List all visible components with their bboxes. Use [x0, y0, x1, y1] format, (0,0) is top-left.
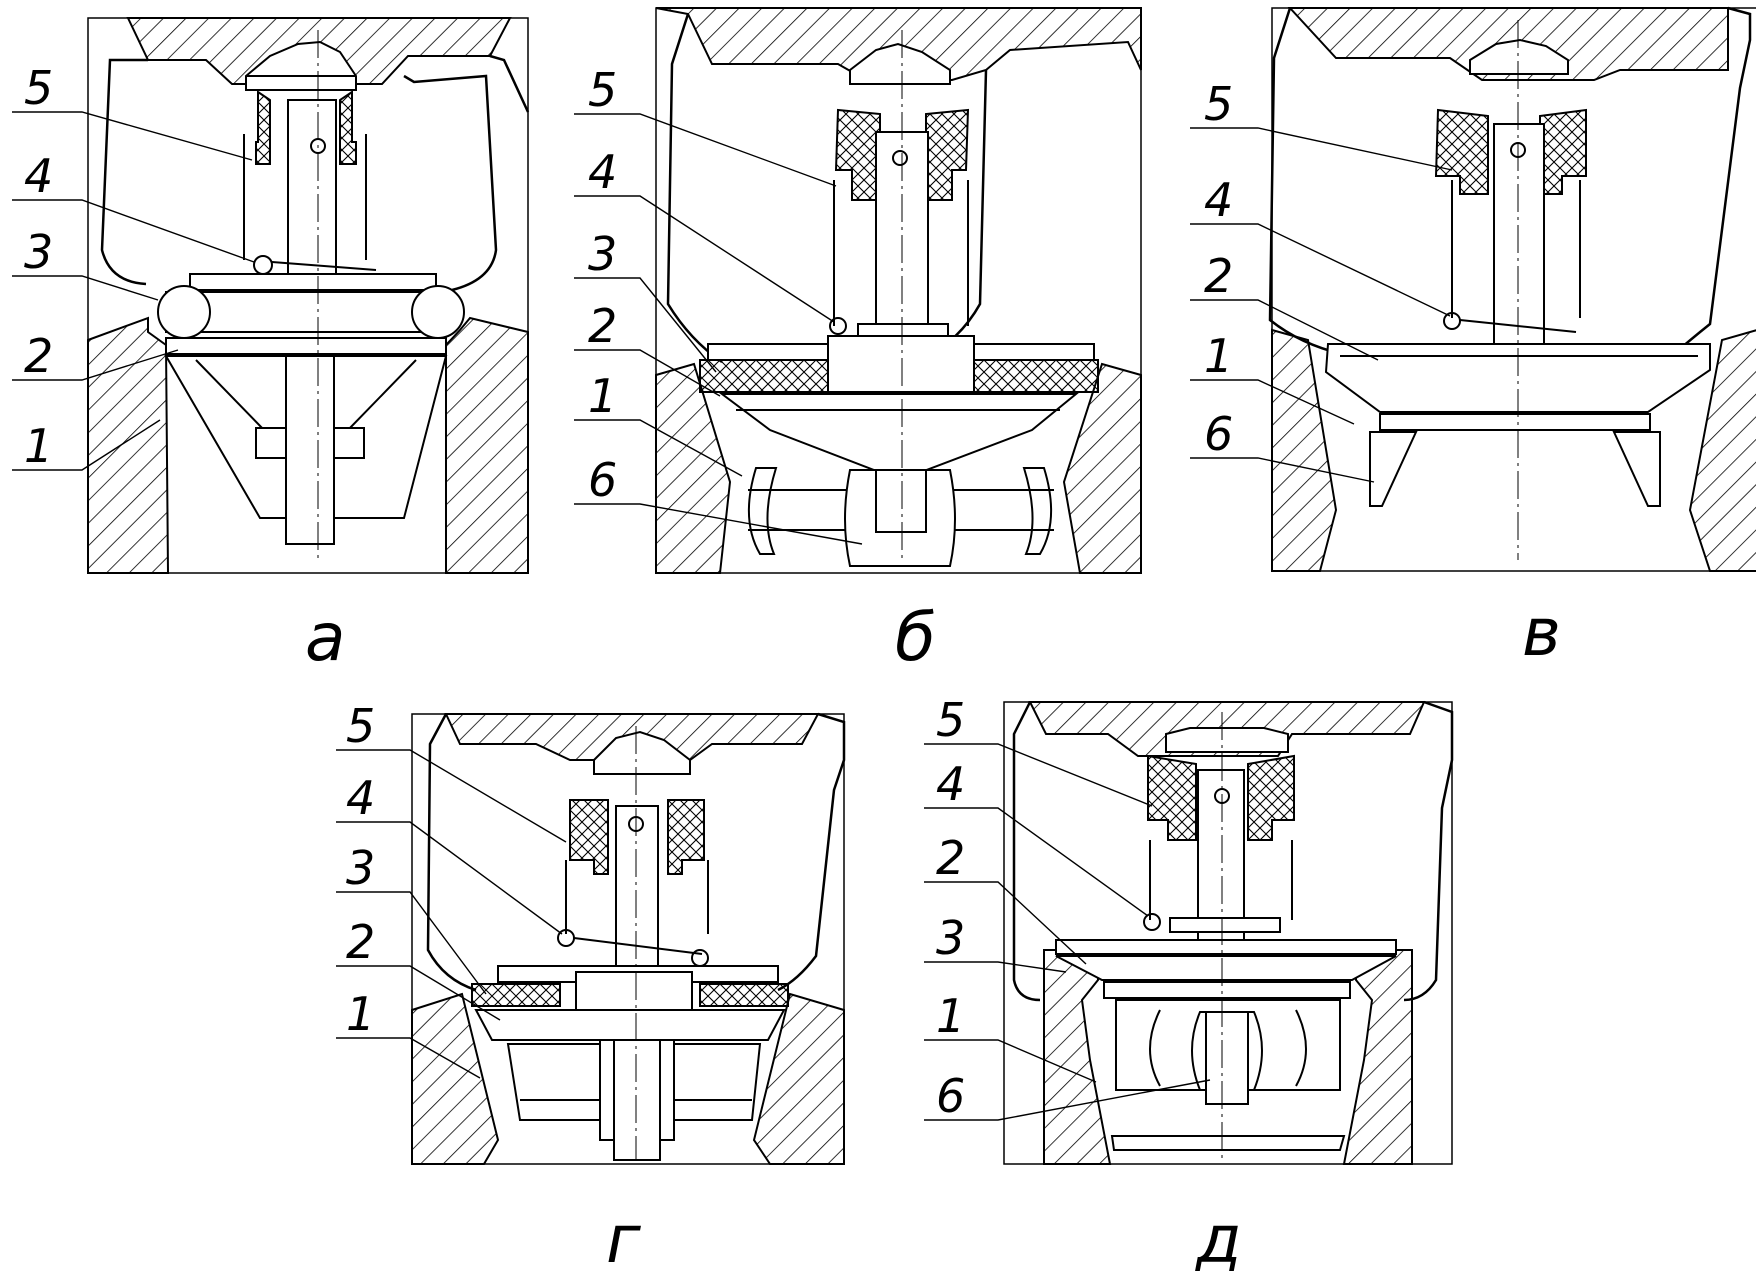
housing-left-g [411, 992, 500, 1165]
label-a-2: 2 [24, 329, 53, 383]
panel-v [1268, 6, 1756, 572]
housing-right-v [1688, 329, 1756, 572]
caption-a: а [305, 599, 345, 676]
caption-g: г [606, 1201, 641, 1273]
panel-d [1003, 700, 1454, 1165]
label-g-5: 5 [346, 699, 375, 753]
housing-left-v [1271, 328, 1338, 572]
stem-cap-v [1469, 38, 1569, 75]
label-b-4: 4 [588, 145, 617, 199]
disc-d [1055, 955, 1397, 981]
label-g-1: 1 [346, 987, 375, 1041]
label-v-5: 5 [1204, 77, 1233, 131]
pin-b [892, 150, 908, 166]
label-d-6: 6 [936, 1069, 965, 1123]
label-a-4: 4 [24, 149, 53, 203]
label-b-2: 2 [588, 299, 617, 353]
ring-plate-a [189, 273, 437, 291]
label-g-3: 3 [346, 841, 375, 895]
seal-left-g [471, 983, 561, 1007]
caption-b: б [895, 599, 936, 676]
center-lines [317, 20, 1519, 1160]
stem-cap-g [593, 730, 691, 775]
leader-lines [12, 111, 1453, 1121]
seal-right-g [699, 983, 789, 1007]
panel-a [87, 17, 530, 574]
housing-right-b [1062, 362, 1142, 574]
callout-labels: 5 4 3 2 1 5 4 3 2 1 6 5 4 2 1 6 5 4 3 2 … [24, 61, 1233, 1123]
disc-b [719, 393, 1079, 482]
label-g-4: 4 [346, 771, 375, 825]
label-g-2: 2 [346, 915, 375, 969]
stem-cap-b [849, 42, 951, 85]
housing-right-g [752, 992, 845, 1165]
housing-left-b [655, 362, 732, 574]
housing-right-d [1342, 949, 1413, 1165]
panel-captions: а б в г д [305, 594, 1561, 1273]
label-a-1: 1 [24, 419, 53, 473]
label-b-1: 1 [588, 369, 617, 423]
label-d-2: 2 [936, 831, 965, 885]
housing-left-d [1043, 949, 1112, 1165]
label-a-3: 3 [24, 225, 53, 279]
label-a-5: 5 [24, 61, 53, 115]
panel-g [411, 712, 846, 1165]
label-d-1: 1 [936, 989, 965, 1043]
ring-section-right-a [411, 285, 465, 339]
label-v-4: 4 [1204, 173, 1233, 227]
label-b-6: 6 [588, 453, 617, 507]
label-b-3: 3 [588, 227, 617, 281]
label-v-1: 1 [1204, 329, 1233, 383]
disc-v [1324, 343, 1711, 413]
disc-g [474, 1009, 786, 1041]
label-d-4: 4 [936, 757, 965, 811]
caption-v: в [1522, 594, 1561, 671]
label-v-2: 2 [1204, 249, 1233, 303]
panel-b [655, 7, 1142, 574]
label-d-3: 3 [936, 911, 965, 965]
stem-cap-d [1165, 727, 1289, 753]
label-b-5: 5 [588, 63, 617, 117]
stem-cap-a [245, 40, 357, 91]
label-d-5: 5 [936, 693, 965, 747]
ring-section-left-a [157, 285, 211, 339]
label-v-6: 6 [1204, 407, 1233, 461]
stem-a [287, 99, 337, 277]
caption-d: д [1195, 1201, 1242, 1273]
housing-right-a [445, 316, 529, 574]
